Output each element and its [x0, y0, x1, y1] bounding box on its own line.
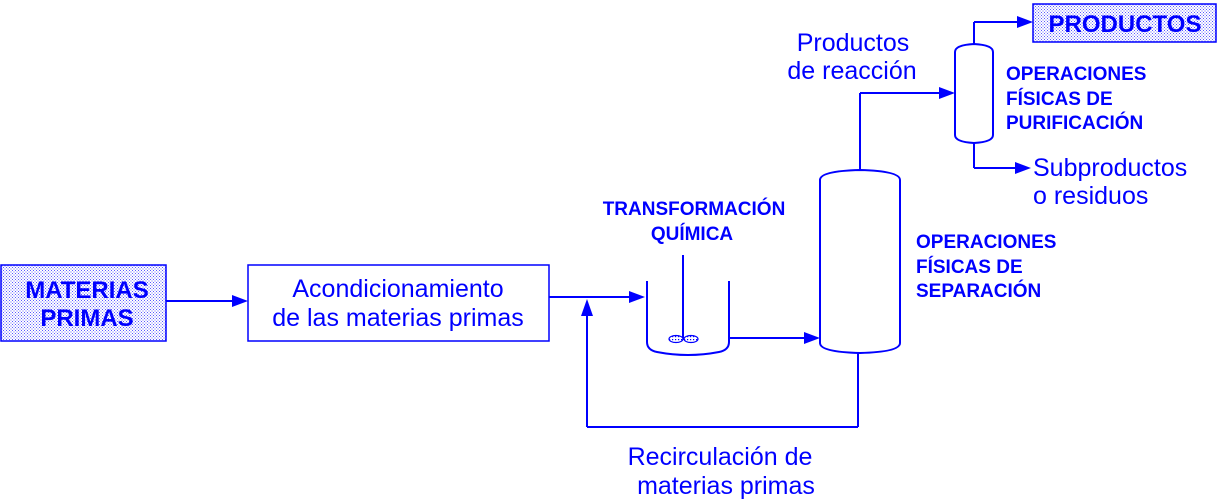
conditioning-label-1: Acondicionamiento	[292, 275, 503, 303]
byproducts-label-1: Subproductos	[1033, 154, 1187, 182]
raw-materials-label-2: PRIMAS	[40, 305, 133, 332]
reaction-products-label-2: de reacción	[787, 57, 916, 85]
separation-label-3: SEPARACIÓN	[916, 280, 1041, 302]
raw-materials-label-1: MATERIAS	[25, 277, 149, 304]
arrow-purification-to-products	[973, 16, 1033, 44]
arrow-raw-to-conditioning	[166, 295, 248, 307]
recirculation-label-2: materias primas	[637, 472, 815, 500]
chemical-transformation-label-2: QUÍMICA	[651, 223, 734, 245]
recirculation-loop	[581, 299, 859, 428]
arrow-purification-to-byproducts	[973, 143, 1031, 174]
products-box: PRODUCTOS	[1032, 3, 1217, 43]
recirculation-label-1: Recirculación de	[628, 443, 813, 471]
separation-column	[819, 168, 901, 355]
conditioning-label-2: de las materias primas	[272, 304, 523, 332]
purification-label-3: PURIFICACIÓN	[1006, 112, 1143, 134]
products-label: PRODUCTOS	[1049, 11, 1202, 38]
chemical-transformation-label-1: TRANSFORMACIÓN	[603, 198, 786, 220]
reaction-products-label-1: Productos	[797, 29, 910, 57]
arrow-separation-to-purification	[859, 87, 955, 170]
reactor-vessel	[646, 255, 730, 356]
byproducts-label-2: o residuos	[1033, 182, 1148, 210]
purification-label-2: FÍSICAS DE	[1006, 88, 1113, 110]
separation-label-2: FÍSICAS DE	[916, 256, 1023, 278]
separation-label-1: OPERACIONES	[916, 232, 1056, 253]
arrow-conditioning-to-reactor	[549, 291, 645, 303]
raw-materials-box: MATERIAS PRIMAS	[0, 264, 167, 342]
purification-label-1: OPERACIONES	[1006, 64, 1146, 85]
arrow-reactor-to-separation	[729, 332, 820, 344]
purification-column	[954, 42, 994, 145]
conditioning-box: Acondicionamiento de las materias primas	[247, 264, 550, 342]
